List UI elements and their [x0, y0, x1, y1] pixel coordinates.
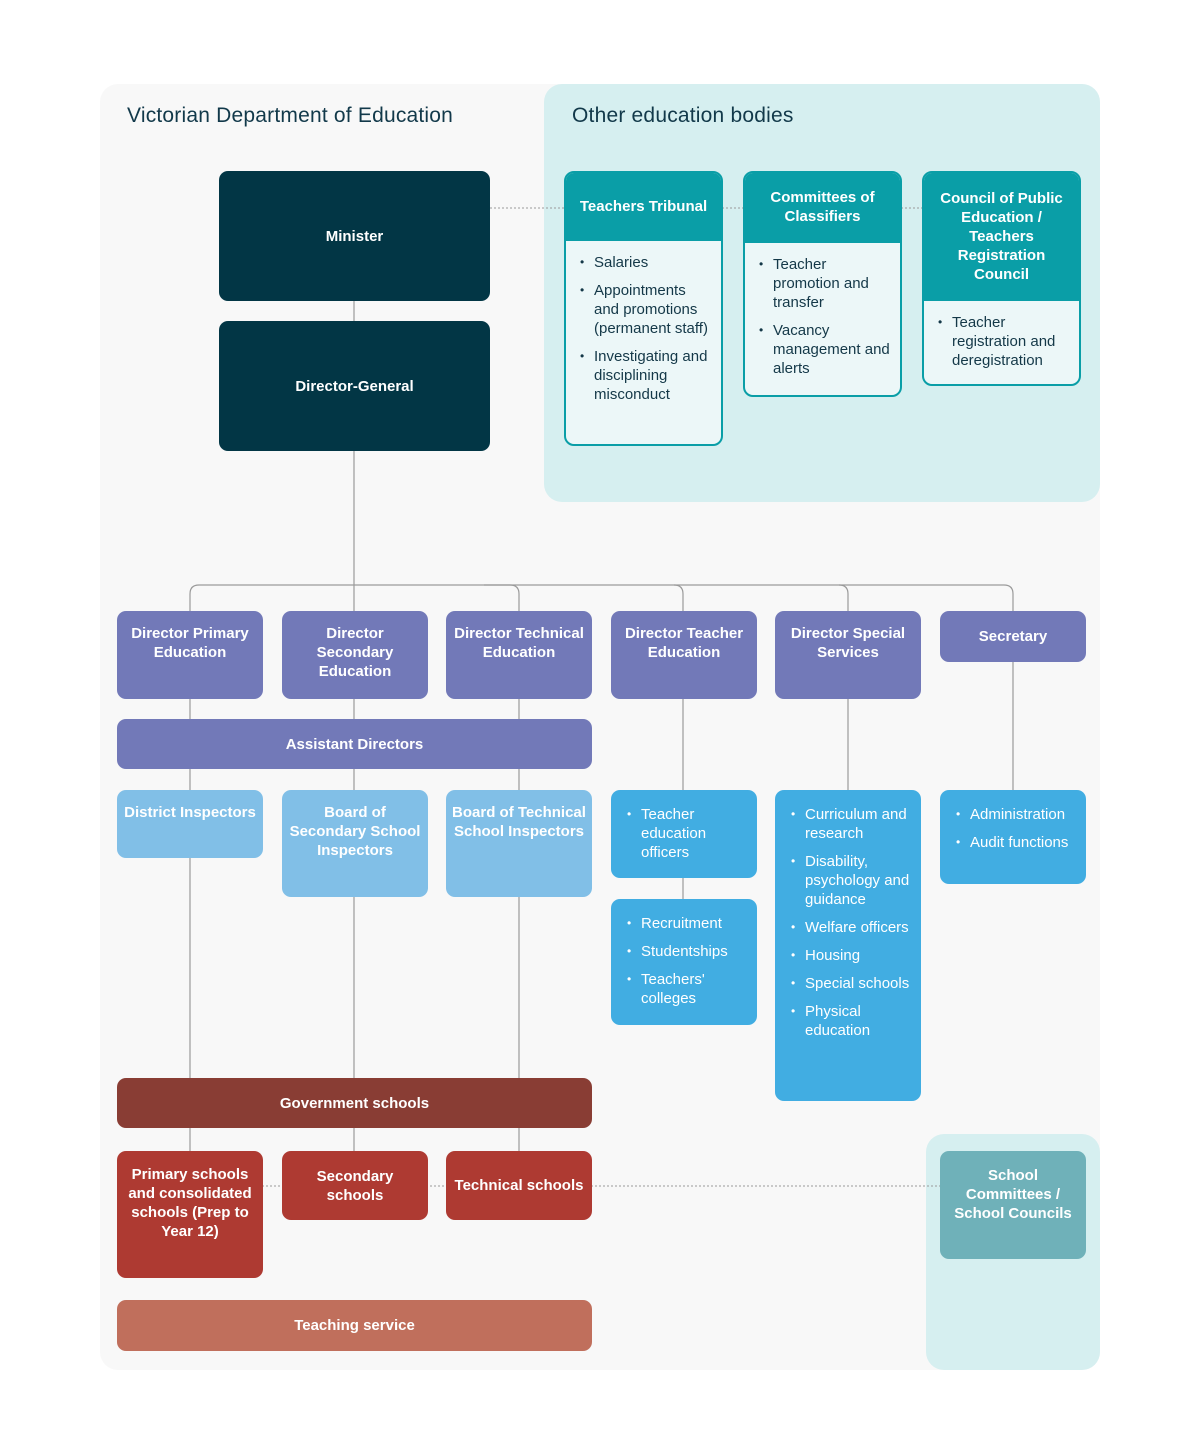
- list-item: Teacher education officers: [627, 805, 749, 862]
- list-item: Curriculum and research: [791, 805, 913, 843]
- teacher-education-officers-box: Teacher education officers: [611, 790, 757, 878]
- technical-schools-box: Technical schools: [446, 1151, 592, 1220]
- teacher-education-functions-box: Recruitment Studentships Teachers' colle…: [611, 899, 757, 1025]
- list-item: Investigating and disciplining misconduc…: [580, 347, 713, 404]
- primary-schools-box: Primary schools and consolidated schools…: [117, 1151, 263, 1278]
- department-heading: Victorian Department of Education: [127, 104, 454, 127]
- list-item: Teachers' colleges: [627, 970, 749, 1008]
- card-title: Teachers Tribunal: [566, 173, 721, 241]
- secondary-schools-box: Secondary schools: [282, 1151, 428, 1220]
- minister-box: Minister: [219, 171, 490, 301]
- list-item: Physical education: [791, 1002, 913, 1040]
- list-item: Special schools: [791, 974, 913, 993]
- technical-inspectors-box: Board of Technical School Inspectors: [446, 790, 592, 897]
- teachers-tribunal-card: Teachers Tribunal Salaries Appointments …: [564, 171, 723, 446]
- assistant-directors-box: Assistant Directors: [117, 719, 592, 769]
- list-item: Housing: [791, 946, 913, 965]
- committees-card: Committees of Classifiers Teacher promot…: [743, 171, 902, 397]
- list-item: Vacancy management and alerts: [759, 321, 892, 378]
- teaching-service-box: Teaching service: [117, 1300, 592, 1351]
- government-schools-box: Government schools: [117, 1078, 592, 1128]
- director-teacher-box: Director Teacher Education: [611, 611, 757, 699]
- list-item: Disability, psychology and guidance: [791, 852, 913, 909]
- secretary-box: Secretary: [940, 611, 1086, 662]
- list-item: Studentships: [627, 942, 749, 961]
- council-card: Council of Public Education / Teachers R…: [922, 171, 1081, 386]
- director-general-box: Director-General: [219, 321, 490, 451]
- director-primary-box: Director Primary Education: [117, 611, 263, 699]
- director-technical-box: Director Technical Education: [446, 611, 592, 699]
- list-item: Audit functions: [956, 833, 1078, 852]
- secondary-inspectors-box: Board of Secondary School Inspectors: [282, 790, 428, 897]
- card-title: Council of Public Education / Teachers R…: [924, 173, 1079, 301]
- list-item: Welfare officers: [791, 918, 913, 937]
- list-item: Teacher promotion and transfer: [759, 255, 892, 312]
- special-services-box: Curriculum and research Disability, psyc…: [775, 790, 921, 1101]
- secretary-functions-box: Administration Audit functions: [940, 790, 1086, 884]
- other-bodies-heading: Other education bodies: [572, 104, 794, 127]
- list-item: Administration: [956, 805, 1078, 824]
- card-title: Committees of Classifiers: [745, 173, 900, 243]
- school-committees-box: School Committees / School Councils: [940, 1151, 1086, 1259]
- list-item: Appointments and promotions (permanent s…: [580, 281, 713, 338]
- list-item: Teacher registration and deregistration: [938, 313, 1071, 370]
- director-secondary-box: Director Secondary Education: [282, 611, 428, 699]
- director-special-box: Director Special Services: [775, 611, 921, 699]
- list-item: Recruitment: [627, 914, 749, 933]
- district-inspectors-box: District Inspectors: [117, 790, 263, 858]
- list-item: Salaries: [580, 253, 713, 272]
